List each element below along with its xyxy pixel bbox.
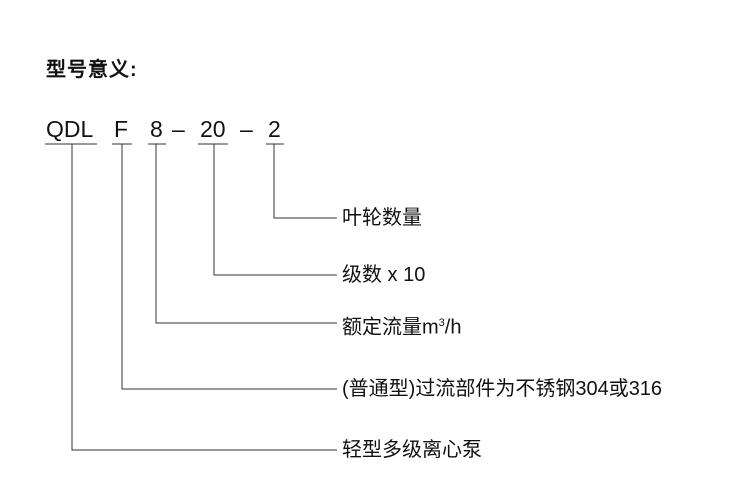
label-flow-prefix: 额定流量m	[342, 316, 439, 339]
label-material: (普通型)过流部件为不锈钢304或316	[342, 378, 663, 400]
leader-series	[71, 144, 337, 451]
code-dash-1: –	[172, 116, 185, 142]
code-flow: 8	[150, 116, 163, 142]
code-impellers: 2	[268, 116, 281, 142]
code-stages: 20	[200, 116, 226, 142]
label-flow-suffix: /h	[444, 316, 462, 339]
code-series: QDL	[46, 116, 94, 142]
label-flow: 额定流量m3/h	[342, 311, 461, 340]
leader-stages	[213, 144, 337, 276]
leader-material	[121, 144, 337, 390]
label-flow-sup: 3	[438, 317, 445, 329]
leader-flow	[155, 144, 337, 324]
page-title: 型号意义:	[46, 59, 138, 81]
code-dash-2: –	[240, 116, 253, 142]
label-impellers: 叶轮数量	[342, 207, 422, 229]
label-series: 轻型多级离心泵	[342, 439, 482, 461]
label-stages: 级数 x 10	[342, 264, 426, 286]
leader-impellers	[273, 144, 337, 219]
code-material: F	[114, 116, 129, 142]
